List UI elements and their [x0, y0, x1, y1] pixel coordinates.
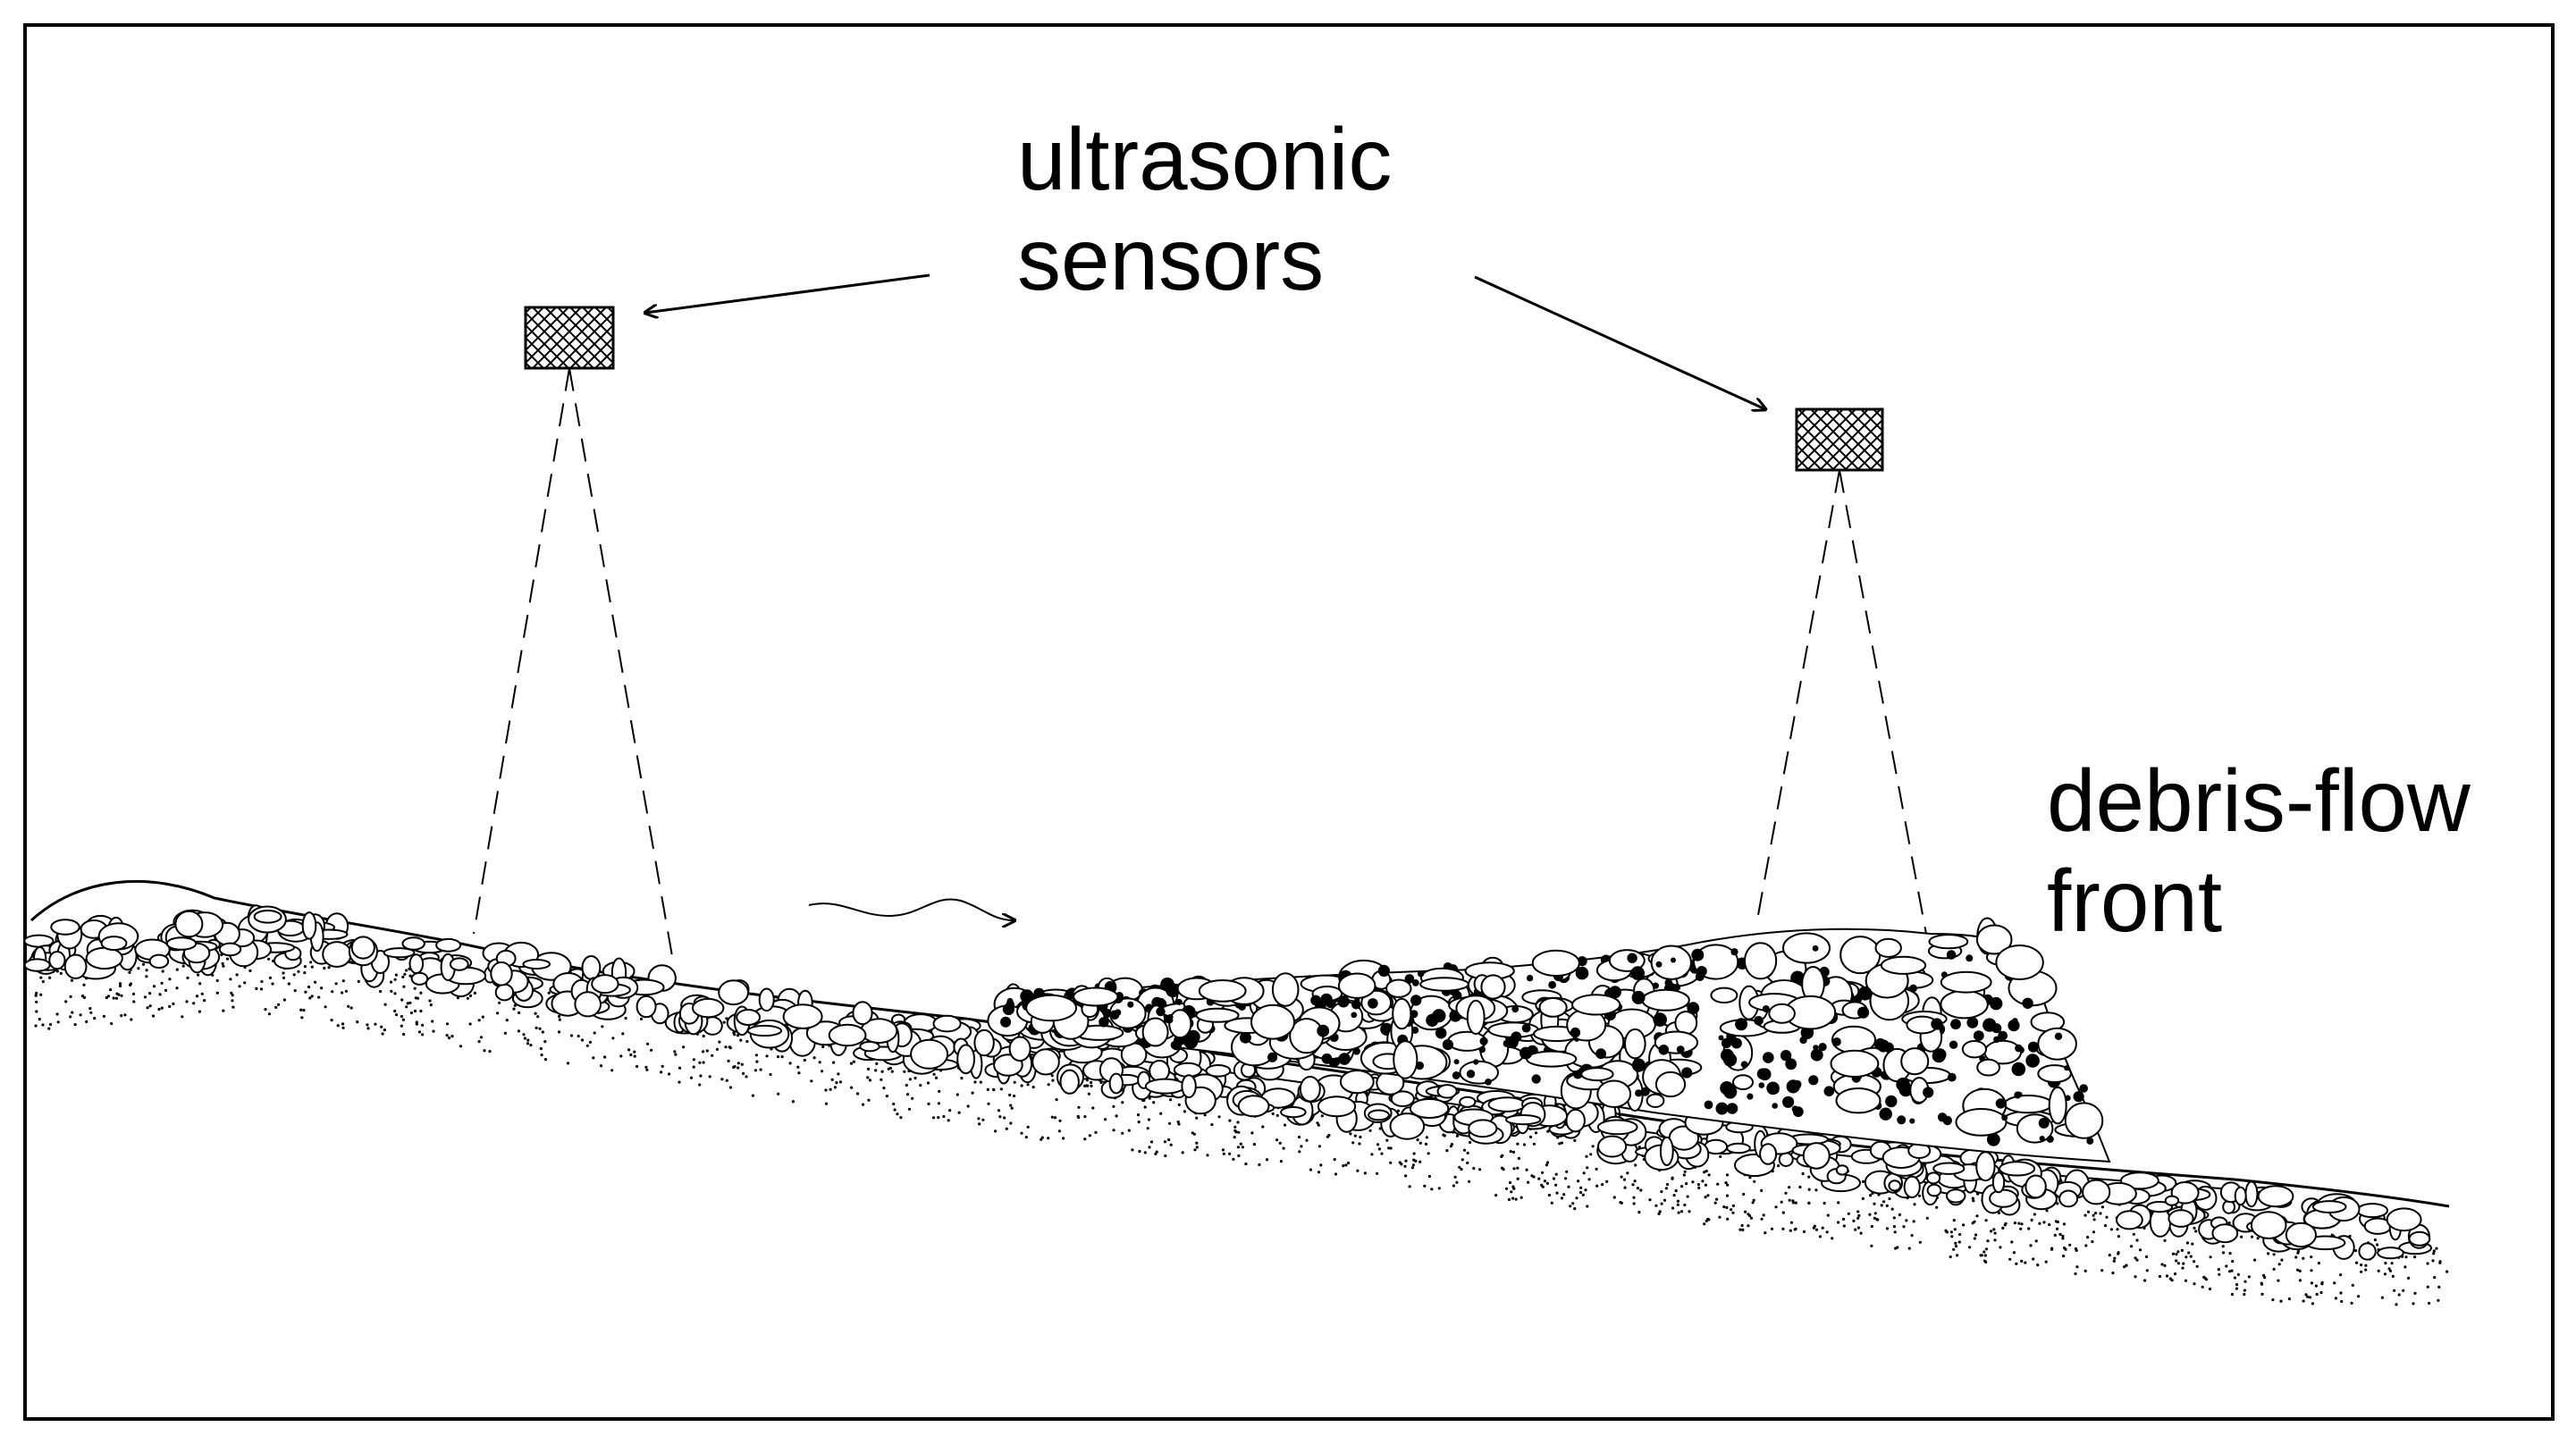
sensor-right — [1755, 407, 1927, 935]
arrow-to-left-sensor — [645, 273, 930, 313]
bed-boulders — [23, 904, 2433, 1261]
flow-direction-arrow-icon — [808, 898, 1014, 920]
label-line-1: ultrasonic — [1017, 110, 1393, 208]
label-line-1: debris-flow — [2047, 751, 2471, 850]
sensor-right-beam-left — [1755, 469, 1840, 926]
sensor-right-icon — [1795, 407, 1884, 472]
debris-flow-stones — [987, 917, 2104, 1146]
sensor-left-beam-right — [568, 367, 673, 957]
sensor-left-beam-left — [473, 367, 570, 935]
label-line-2: front — [2047, 852, 2223, 950]
sensor-left-icon — [524, 306, 615, 370]
figure-frame — [23, 23, 2555, 1421]
arrow-to-right-sensor — [1474, 275, 1765, 409]
sensor-left — [473, 306, 673, 957]
sensor-right-beam-right — [1839, 469, 1927, 935]
debris-flow-front-label: debris-flow front — [2047, 751, 2471, 951]
ultrasonic-sensors-label: ultrasonic sensors — [1017, 109, 1392, 309]
label-line-2: sensors — [1017, 210, 1325, 308]
